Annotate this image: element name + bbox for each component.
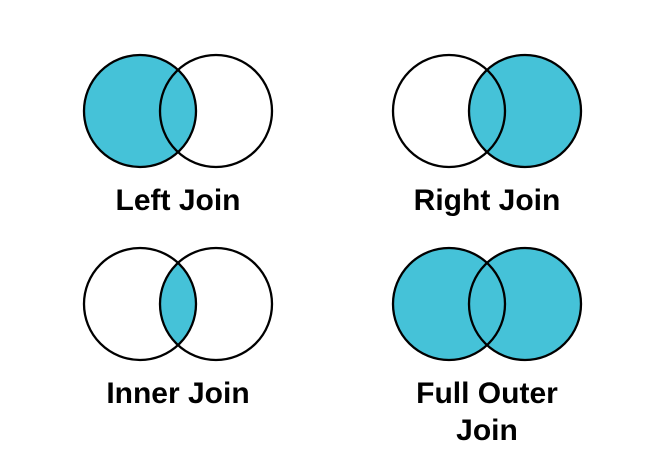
left-circle-outline: [82, 53, 198, 169]
label-inner-join: Inner Join: [106, 377, 250, 410]
right-circle-outline: [158, 246, 274, 362]
venn-inner-join: [82, 246, 274, 362]
label-full-outer-join: Full Outer Join: [416, 377, 558, 447]
right-circle-outline: [467, 246, 583, 362]
diagram-right-join: Right Join: [387, 53, 587, 220]
venn-left-join: [82, 53, 274, 169]
right-circle-outline: [467, 53, 583, 169]
intersection-region: [469, 262, 505, 346]
intersection-region: [469, 69, 505, 153]
left-circle-outline: [391, 53, 507, 169]
right-circle-outline: [158, 53, 274, 169]
venn-right-join: [391, 53, 583, 169]
left-circle-outline: [391, 246, 507, 362]
diagram-inner-join: Inner Join: [78, 246, 278, 413]
label-left-join: Left Join: [115, 184, 241, 217]
label-right-join: Right Join: [413, 184, 561, 217]
intersection-region: [160, 69, 196, 153]
diagram-full-outer-join: Full Outer Join: [387, 246, 587, 450]
left-circle-outline: [82, 246, 198, 362]
diagram-left-join: Left Join: [78, 53, 278, 220]
intersection-region: [160, 262, 196, 346]
venn-full-outer-join: [391, 246, 583, 362]
